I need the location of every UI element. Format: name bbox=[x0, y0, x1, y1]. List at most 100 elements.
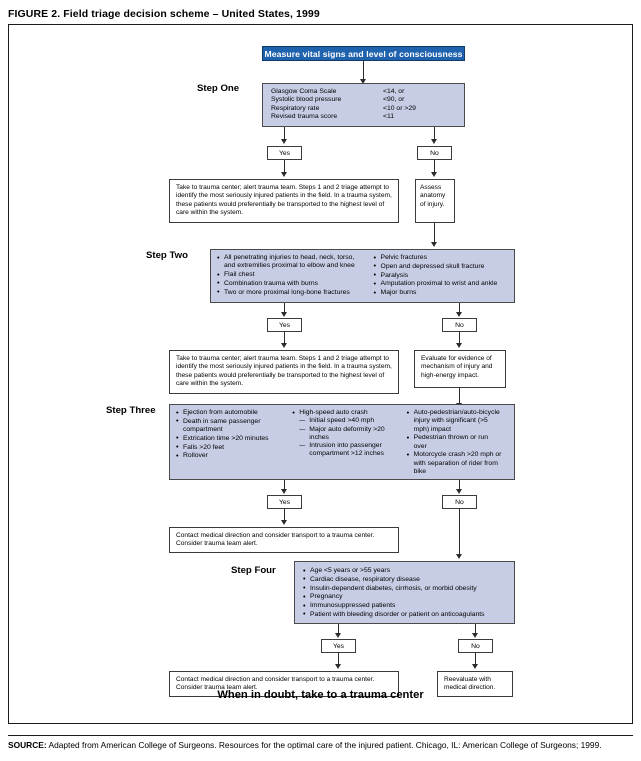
step-one-no-box: No bbox=[417, 146, 452, 160]
assess-anatomy-box: Assess anatomy of injury. bbox=[415, 179, 455, 223]
step-one-criteria-row: Respiratory rate <10 or >29 bbox=[271, 105, 456, 113]
closing-statement: When in doubt, take to a trauma center bbox=[217, 689, 424, 701]
yes-label: Yes bbox=[332, 642, 345, 650]
criteria-value: <10 or >29 bbox=[383, 104, 416, 112]
list-item: Pedestrian thrown or run over bbox=[407, 434, 502, 451]
step-four-no-box: No bbox=[458, 639, 493, 653]
arrowhead-step-four-yes bbox=[335, 633, 341, 638]
step-two-criteria-box: All penetrating injuries to head, neck, … bbox=[210, 249, 515, 303]
no-label: No bbox=[471, 642, 480, 650]
list-item: Major burns bbox=[374, 289, 502, 298]
connector-step-three-no bbox=[459, 480, 460, 492]
list-item: Auto-pedestrian/auto-bicycle injury with… bbox=[407, 409, 502, 434]
source-note: SOURCE: Adapted from American College of… bbox=[8, 740, 636, 750]
arrowhead-step-three-no bbox=[456, 489, 462, 494]
list-item: Pregnancy bbox=[303, 593, 506, 602]
criteria-name: Glasgow Coma Scale bbox=[271, 88, 337, 95]
connector-step-two-yes-to-outcome bbox=[284, 332, 285, 345]
list-item: Paralysis bbox=[374, 271, 502, 280]
connector-step-four-no-to-reevaluate bbox=[475, 653, 476, 666]
step-three-columns: Ejection from automobile Death in same p… bbox=[176, 408, 508, 477]
list-item: Ejection from automobile bbox=[176, 408, 286, 417]
step-two-yes-box: Yes bbox=[267, 318, 302, 332]
step-one-criteria-list: Glasgow Coma Scale <14, or Systolic bloo… bbox=[271, 88, 456, 121]
no-label: No bbox=[430, 149, 439, 157]
step-one-yes-outcome-box: Take to trauma center; alert trauma team… bbox=[169, 179, 399, 223]
connector-step-three-yes-to-outcome bbox=[284, 509, 285, 522]
connector-step-two-no-to-evaluate bbox=[459, 332, 460, 345]
list-item: Falls >20 feet bbox=[176, 443, 286, 452]
step-three-left-column: Ejection from automobile Death in same p… bbox=[176, 408, 292, 477]
yes-label: Yes bbox=[278, 321, 291, 329]
list-item: All penetrating injuries to head, neck, … bbox=[217, 254, 368, 271]
list-item: Flail chest bbox=[217, 271, 368, 280]
arrowhead-step-one-yes-outcome bbox=[281, 172, 287, 177]
connector-evaluate-to-step-three bbox=[459, 388, 460, 406]
arrowhead-header-to-step-one bbox=[360, 79, 366, 84]
step-two-no-box: No bbox=[442, 318, 477, 332]
evaluate-mechanism-box: Evaluate for evidence of mechanism of in… bbox=[414, 350, 506, 388]
step-two-yes-outcome-box: Take to trauma center; alert trauma team… bbox=[169, 350, 399, 394]
step-three-yes-outcome-box: Contact medical direction and consider t… bbox=[169, 527, 399, 553]
list-item: Cardiac disease, respiratory disease bbox=[303, 575, 506, 584]
criteria-value: <11 bbox=[383, 112, 395, 120]
step-two-columns: All penetrating injuries to head, neck, … bbox=[217, 253, 508, 298]
step-three-middle-column: High-speed auto crash Initial speed >40 … bbox=[292, 409, 406, 477]
criteria-name: Respiratory rate bbox=[271, 104, 320, 112]
step-two-label: Step Two bbox=[146, 250, 188, 261]
connector-step-four-yes-to-outcome bbox=[338, 653, 339, 666]
no-label: No bbox=[455, 321, 464, 329]
connector-step-two-yes bbox=[284, 303, 285, 315]
arrowhead-step-one-yes bbox=[281, 139, 287, 144]
connector-step-three-yes bbox=[284, 480, 285, 492]
connector-step-one-no bbox=[434, 127, 435, 141]
connector-step-two-no bbox=[459, 303, 460, 315]
step-one-criteria-row: Systolic blood pressure <90, or bbox=[271, 96, 456, 104]
step-four-criteria-box: Age <5 years or >55 years Cardiac diseas… bbox=[294, 561, 515, 624]
step-three-yes-box: Yes bbox=[267, 495, 302, 509]
arrowhead-assess-to-step-two bbox=[431, 242, 437, 247]
measure-vitals-box: Measure vital signs and level of conscio… bbox=[262, 46, 465, 61]
step-one-yes-box: Yes bbox=[267, 146, 302, 160]
connector-step-one-no-to-assess bbox=[434, 160, 435, 174]
list-item: Open and depressed skull fracture bbox=[374, 262, 502, 271]
yes-label: Yes bbox=[278, 498, 291, 506]
step-four-label: Step Four bbox=[231, 565, 276, 576]
step-three-no-box: No bbox=[442, 495, 477, 509]
list-item: Death in same passenger compartment bbox=[176, 417, 286, 435]
step-four-yes-box: Yes bbox=[321, 639, 356, 653]
connector-assess-to-step-two bbox=[434, 223, 435, 245]
step-one-yes-outcome-text: Take to trauma center; alert trauma team… bbox=[176, 184, 392, 217]
step-four-criteria-list: Age <5 years or >55 years Cardiac diseas… bbox=[303, 566, 506, 619]
list-item: Motorcycle crash >20 mph or with separat… bbox=[407, 451, 502, 476]
criteria-value: <14, or bbox=[383, 88, 405, 95]
connector-step-three-no-to-step-four bbox=[459, 509, 460, 557]
arrowhead-step-three-yes-outcome bbox=[281, 520, 287, 525]
arrowhead-step-two-no bbox=[456, 312, 462, 317]
arrowhead-step-four-no bbox=[472, 633, 478, 638]
step-four-yes-outcome-box: Contact medical direction and consider t… bbox=[169, 671, 399, 697]
list-item: Insulin-dependent diabetes, cirrhosis, o… bbox=[303, 584, 506, 593]
reevaluate-text: Reevaluate with medical direction. bbox=[444, 676, 496, 692]
source-label: SOURCE: bbox=[8, 740, 47, 750]
criteria-value: <90, or bbox=[383, 96, 405, 104]
step-one-criteria-row: Revised trauma score <11 bbox=[271, 113, 456, 121]
arrowhead-step-three-yes bbox=[281, 489, 287, 494]
list-item: Amputation proximal to wrist and ankle bbox=[374, 280, 502, 289]
connector-step-four-no bbox=[475, 624, 476, 636]
step-two-left-column: All penetrating injuries to head, neck, … bbox=[217, 254, 374, 298]
list-item: Extrication time >20 minutes bbox=[176, 434, 286, 443]
step-one-criteria-row: Glasgow Coma Scale <14, or bbox=[271, 88, 456, 96]
connector-step-one-yes bbox=[284, 127, 285, 141]
step-three-right-column: Auto-pedestrian/auto-bicycle injury with… bbox=[407, 409, 508, 477]
list-item: Patient with bleeding disorder or patien… bbox=[303, 610, 506, 619]
criteria-name: Revised trauma score bbox=[271, 112, 338, 120]
list-item: Two or more proximal long-bone fractures bbox=[217, 288, 368, 297]
evaluate-mechanism-text: Evaluate for evidence of mechanism of in… bbox=[421, 355, 493, 379]
arrowhead-step-two-no-evaluate bbox=[456, 343, 462, 348]
yes-label: Yes bbox=[278, 149, 291, 157]
sub-list-item: Intrusion into passenger compartment >12… bbox=[299, 442, 400, 459]
arrowhead-step-one-no bbox=[431, 139, 437, 144]
connector-step-four-yes bbox=[338, 624, 339, 636]
reevaluate-box: Reevaluate with medical direction. bbox=[437, 671, 513, 697]
